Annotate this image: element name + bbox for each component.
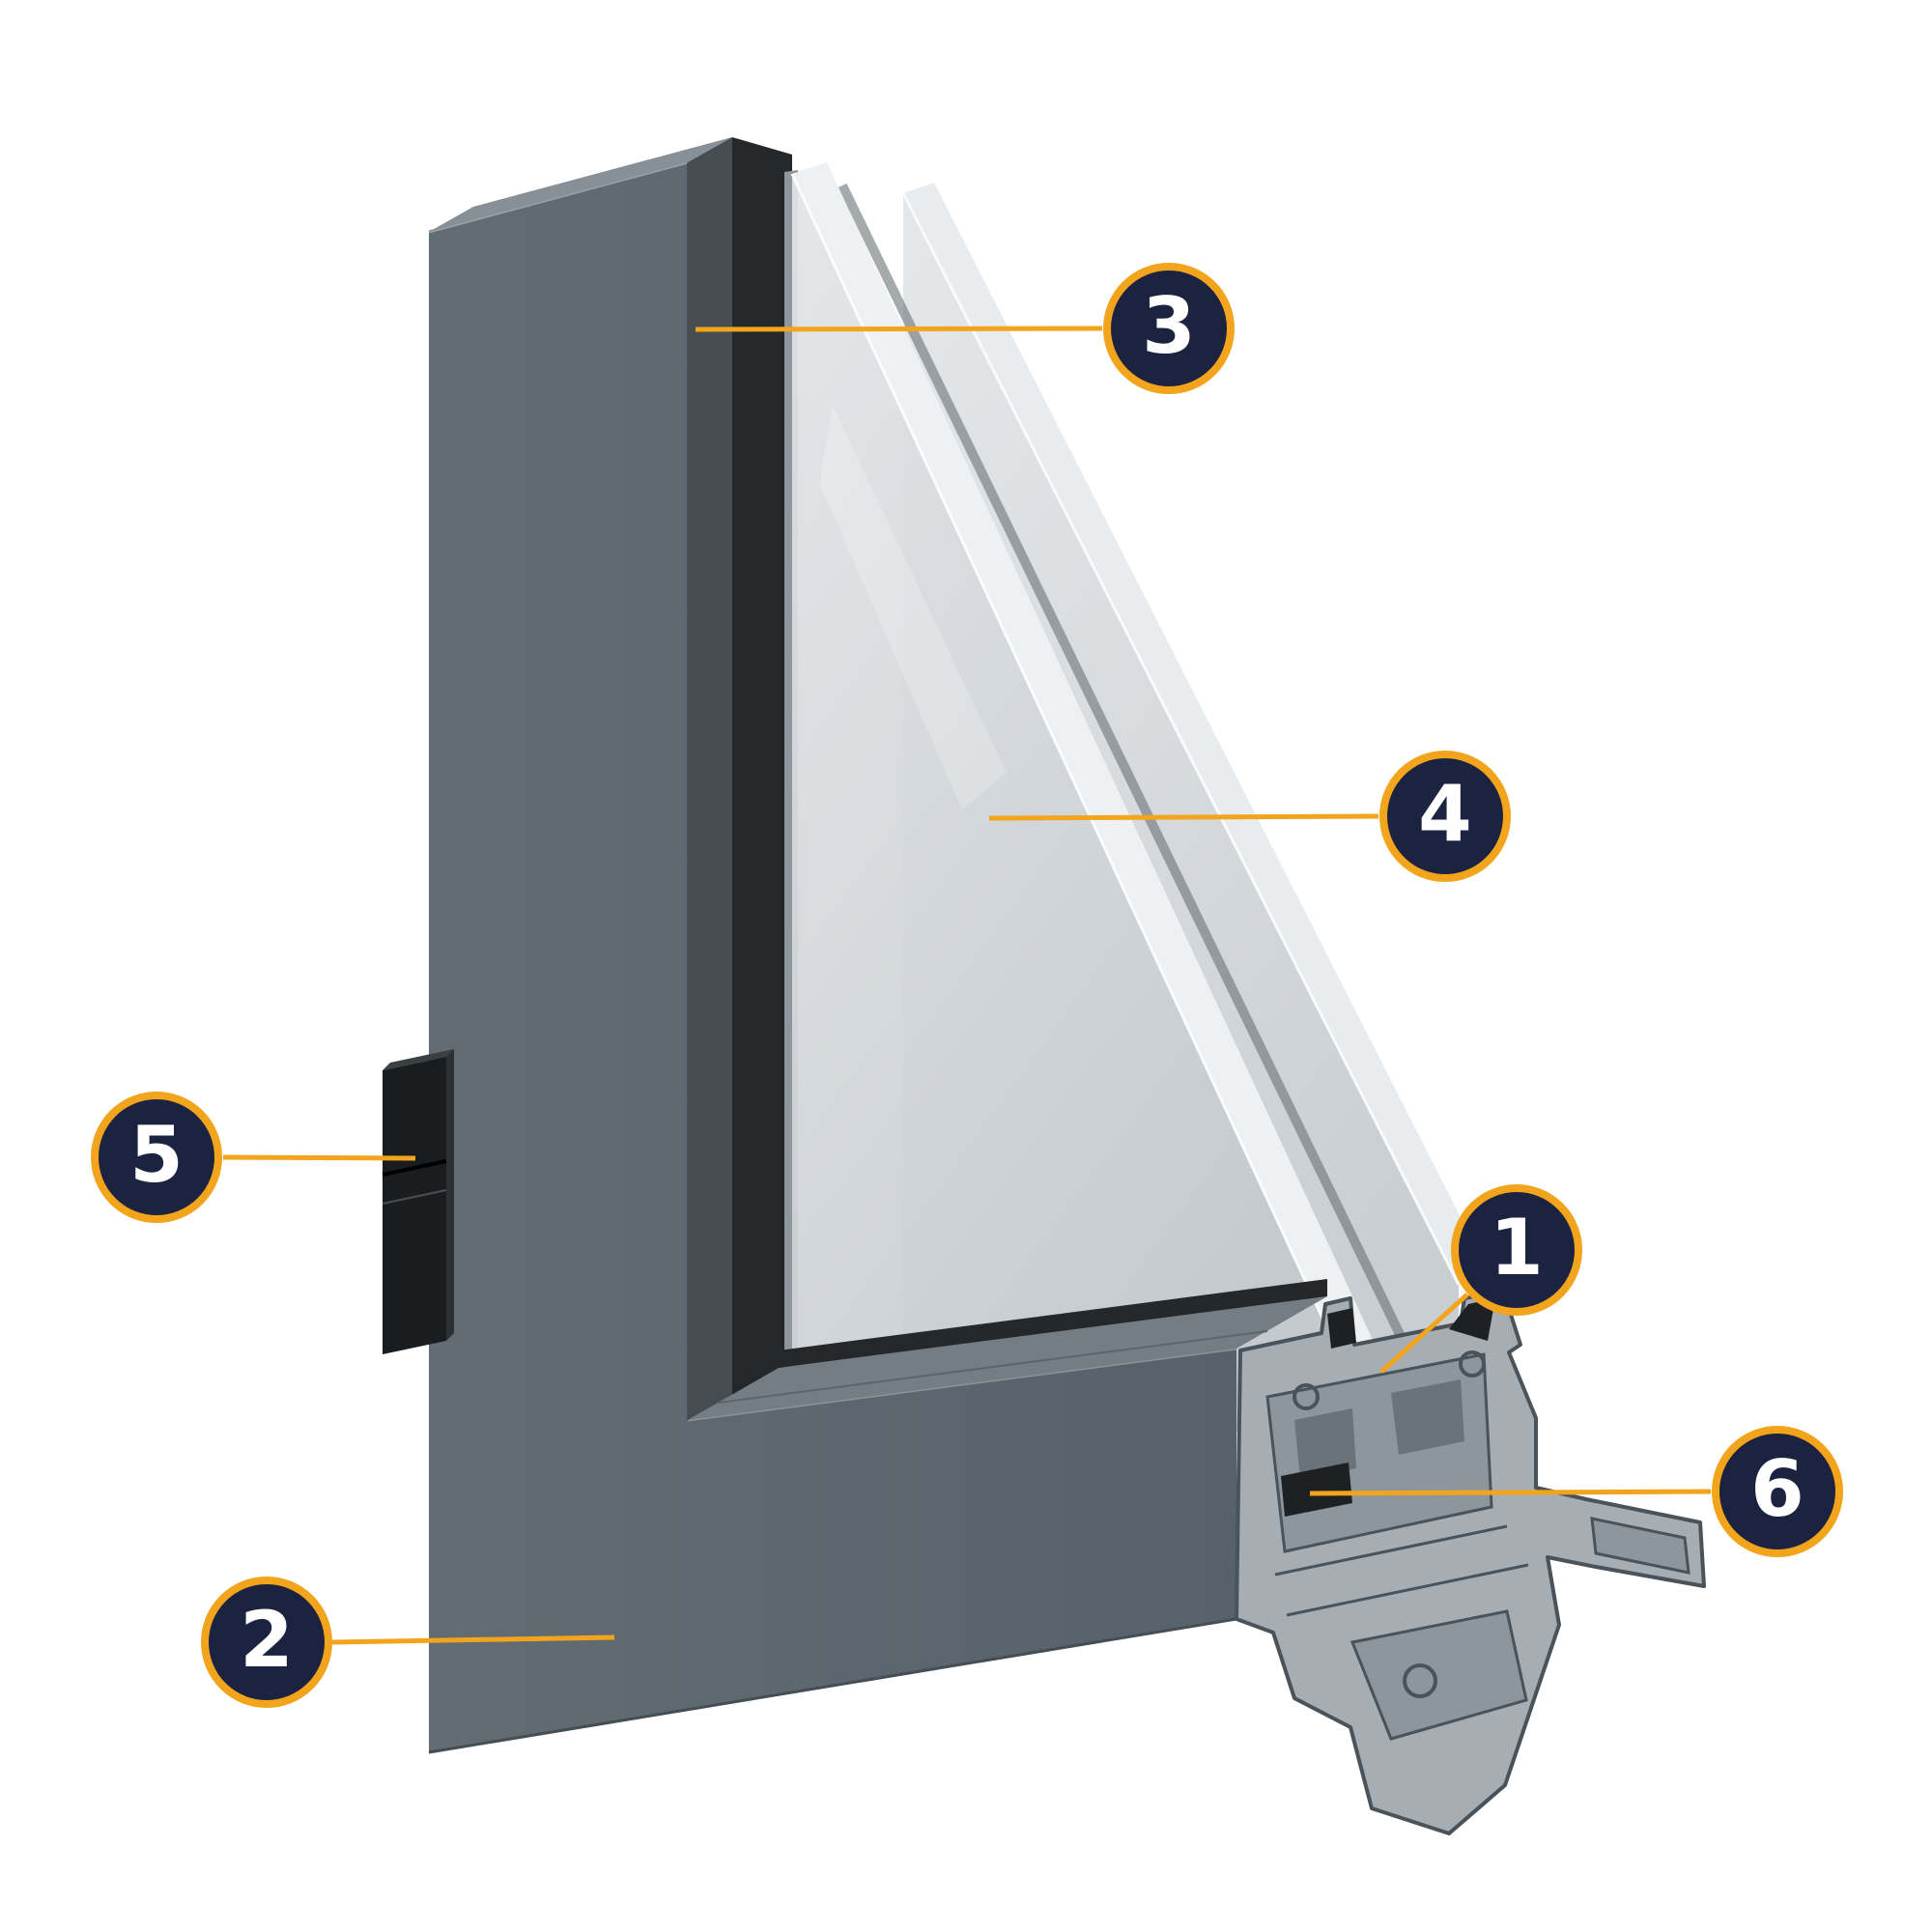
leader-line-3 <box>695 326 1103 332</box>
section-glazing-gasket-left <box>1327 1308 1356 1349</box>
screw-port <box>1293 1383 1320 1410</box>
leader-line-1 <box>1379 1293 1469 1374</box>
callout-2: 2 <box>201 1577 332 1708</box>
callout-3: 3 <box>1103 263 1235 394</box>
frame-jamb-top-face <box>429 137 732 232</box>
callout-4: 4 <box>1379 751 1511 882</box>
callout-number: 2 <box>240 1595 294 1685</box>
section-sill-hollow <box>1590 1517 1690 1575</box>
rail-glass-gasket <box>779 1279 1327 1368</box>
leader-line-4 <box>988 813 1379 821</box>
callout-number: 1 <box>1490 1203 1544 1293</box>
leader-line-6 <box>1309 1489 1712 1496</box>
leader-lines <box>222 326 1712 1645</box>
callout-number: 4 <box>1418 769 1472 859</box>
callout-number: 6 <box>1750 1444 1804 1534</box>
section-lower-track <box>1350 1609 1528 1741</box>
section-glazing-gasket-right <box>1449 1298 1495 1341</box>
screw-port <box>1459 1350 1486 1378</box>
leader-line-2 <box>331 1634 615 1645</box>
section-central-gasket <box>1281 1463 1352 1517</box>
pane-gap-shadow <box>838 183 1417 1363</box>
callout-number: 5 <box>129 1110 184 1200</box>
callout-number: 3 <box>1142 281 1196 371</box>
callout-5: 5 <box>91 1092 222 1223</box>
hinge-block <box>382 1049 454 1354</box>
frame-jamb-inner-face <box>688 137 732 1420</box>
frame-rail-top-face <box>688 1279 1327 1420</box>
glass-pane-front <box>784 162 1392 1472</box>
profile-cross-section <box>1235 1289 1706 1835</box>
callout-1: 1 <box>1451 1184 1582 1316</box>
callout-6: 6 <box>1712 1426 1843 1557</box>
leader-line-5 <box>222 1154 416 1161</box>
glazing-gasket-band <box>732 137 792 1395</box>
